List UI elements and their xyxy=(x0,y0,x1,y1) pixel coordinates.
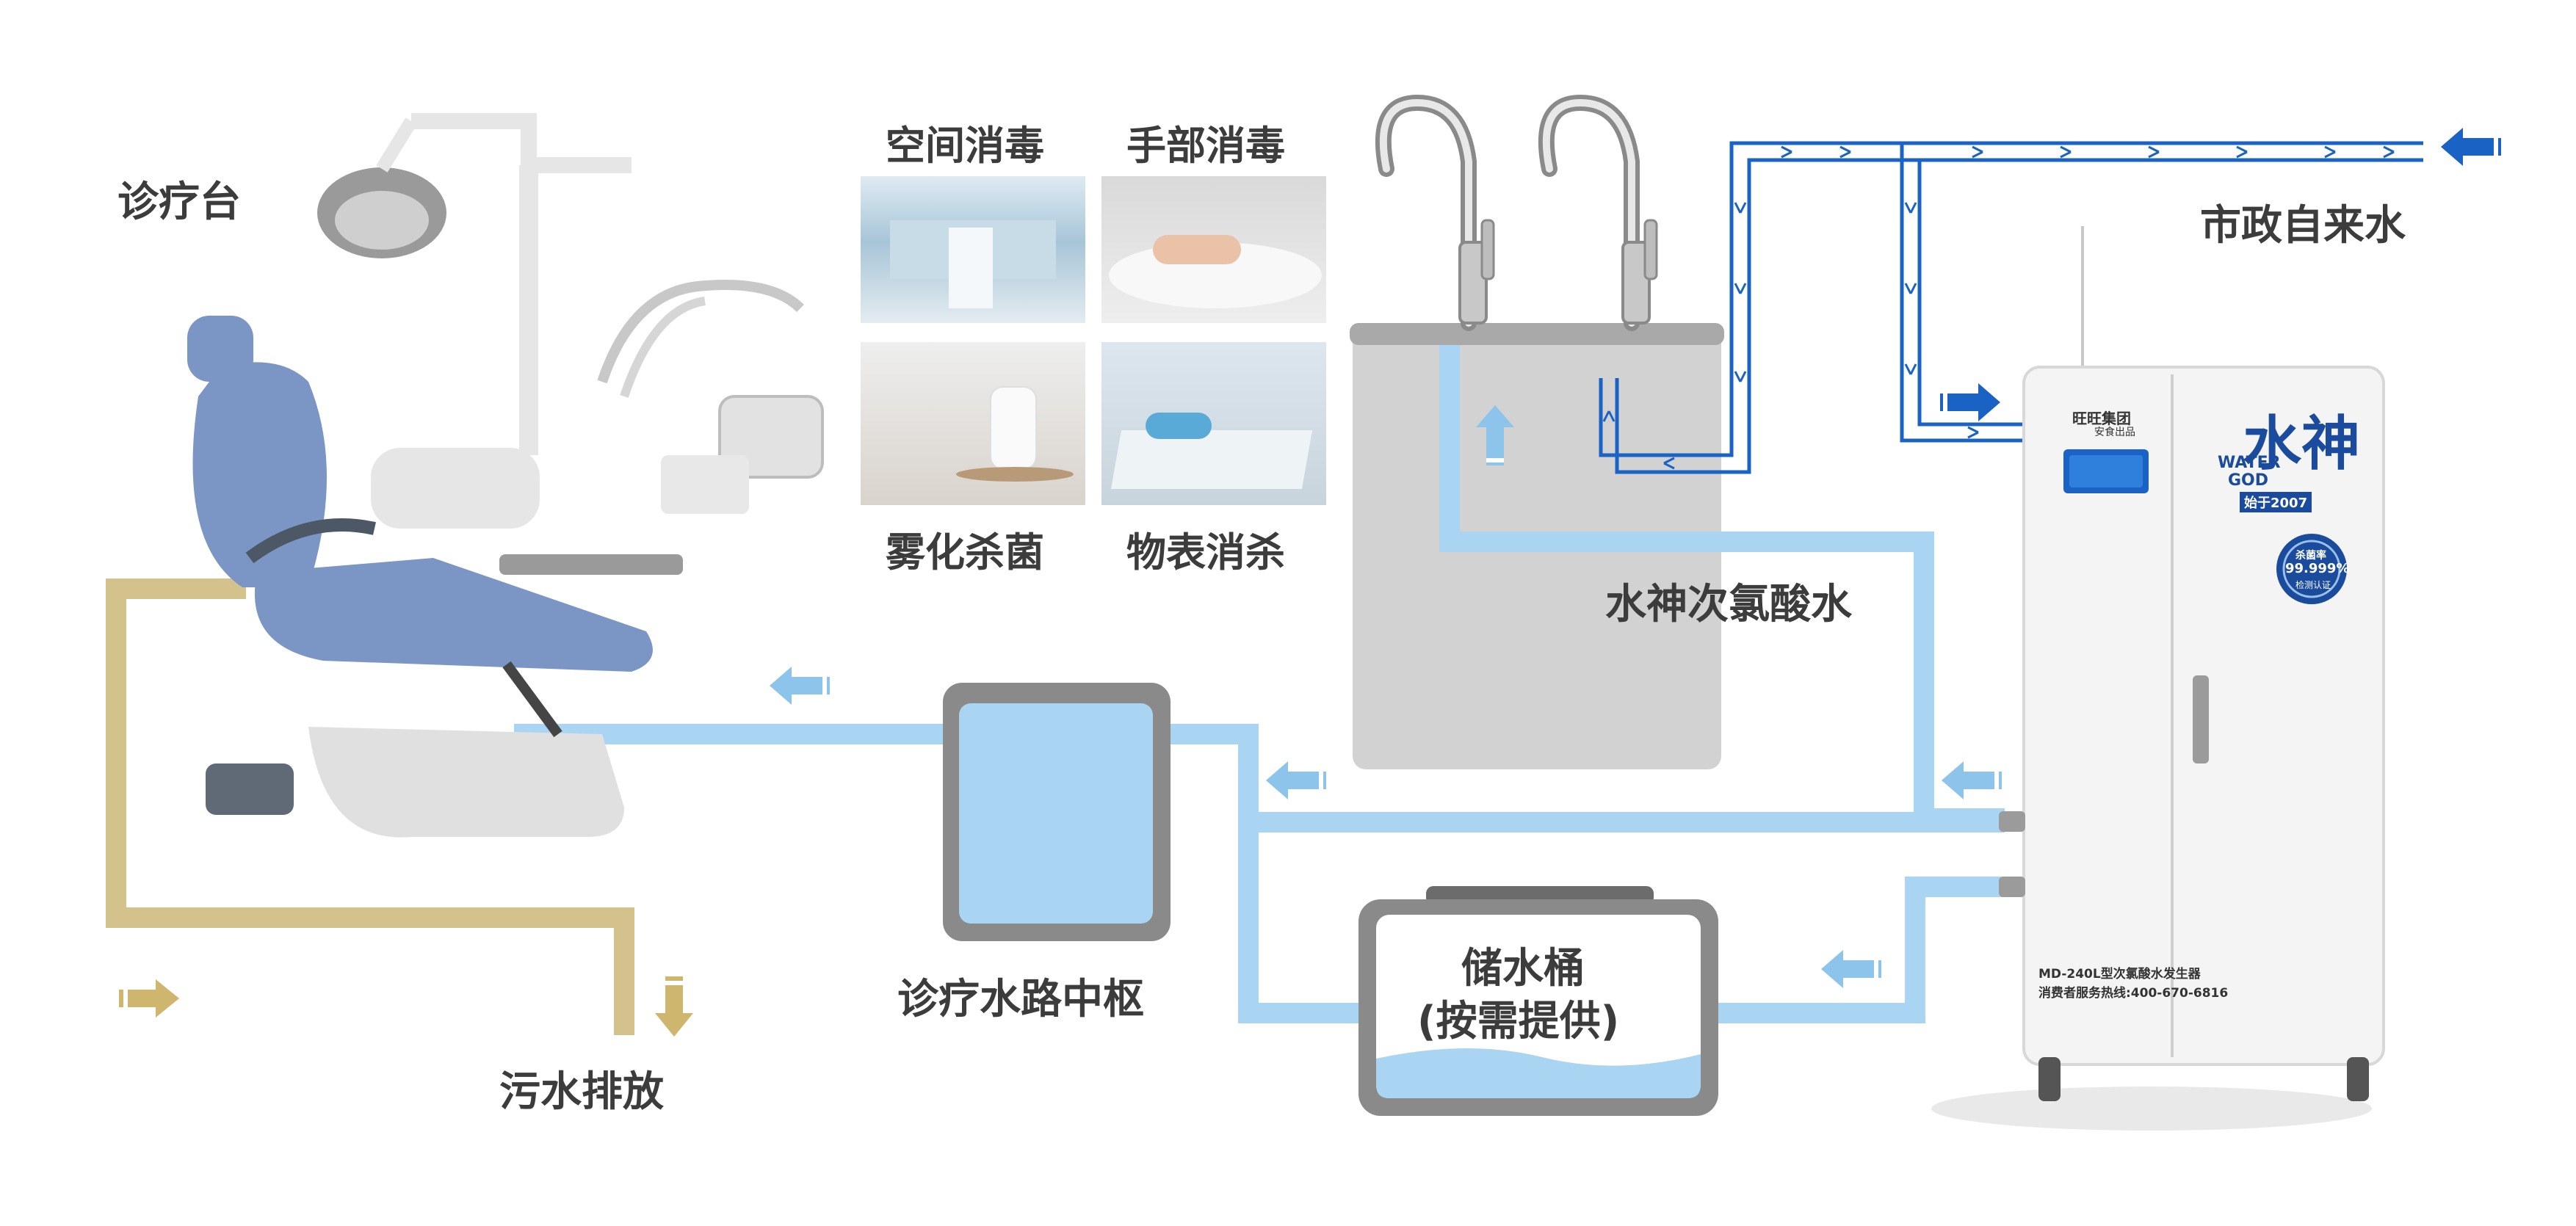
surface-disinfection-label: 物表消杀 xyxy=(1126,529,1285,576)
group-logo-text: 旺旺集团 xyxy=(2072,410,2131,427)
water-hub-label: 诊疗水路中枢 xyxy=(897,976,1144,1023)
hand-disinfection-label: 手部消毒 xyxy=(1126,123,1285,169)
atomized-sterilization-label: 雾化杀菌 xyxy=(886,529,1044,576)
space-disinfection-label: 空间消毒 xyxy=(886,123,1044,169)
arrow-tap-in xyxy=(2441,128,2501,166)
water-hub-fill xyxy=(959,703,1153,924)
badge-bottom-text: 检测认证 xyxy=(2295,580,2331,590)
since-badge: 始于2007 xyxy=(2240,492,2312,512)
sewage-arrow-down xyxy=(655,976,693,1037)
brand-cn-logo: 水神 xyxy=(2243,410,2360,478)
storage-bucket-label: 储水桶 xyxy=(1461,945,1585,993)
pipe-to-bucket xyxy=(1238,822,1366,1023)
photo-space-disinfection xyxy=(861,176,1085,323)
photo-surface-disinfection xyxy=(1101,342,1326,505)
photo-atomized-sterilization xyxy=(861,342,1085,505)
hypochlorous-water-label: 水神次氯酸水 xyxy=(1605,581,1852,628)
bucket-water xyxy=(1376,1048,1701,1098)
municipal-water-label: 市政自来水 xyxy=(2200,202,2406,250)
arrow-tap-generator xyxy=(1940,383,2000,421)
photo-hand-disinfection xyxy=(1101,176,1326,323)
supply-pipe-hub xyxy=(1168,724,2005,833)
arrow-up-faucet xyxy=(1476,405,1514,465)
storage-bucket-note: (按需提供) xyxy=(1417,998,1620,1045)
brand-en-line1: WATER xyxy=(2218,454,2281,472)
sewage-discharge-label: 污水排放 xyxy=(499,1068,664,1116)
faucet-right xyxy=(1538,94,1658,331)
arrow-bucket-in xyxy=(1821,950,1881,988)
pipe-generator-lower-to-bucket xyxy=(1711,877,2005,1023)
badge-value-text: 99.999% xyxy=(2285,561,2350,576)
tap-flow-ticks xyxy=(1602,145,2395,470)
generator-cabinet xyxy=(1931,226,2385,1131)
sewage-pipe xyxy=(106,578,634,1035)
arrow-generator-out xyxy=(1942,761,2002,799)
sink-top xyxy=(1350,323,1724,345)
hotline-text: 消费者服务热线:400-670-6816 xyxy=(2038,986,2229,1001)
badge-top-text: 杀菌率 xyxy=(2295,550,2326,562)
dental-unit-label: 诊疗台 xyxy=(117,178,241,226)
tap-water-pipe xyxy=(1599,141,2423,474)
sewage-arrow-right xyxy=(119,979,179,1018)
dental-chair xyxy=(187,113,824,838)
faucet-left xyxy=(1375,94,1495,331)
arrow-hub-supply xyxy=(1266,761,1326,799)
brand-en-line2: GOD xyxy=(2228,471,2269,490)
model-text: MD-240L型次氯酸水发生器 xyxy=(2038,967,2201,982)
group-sub-text: 安食出品 xyxy=(2094,427,2135,438)
arrow-to-chair xyxy=(770,667,830,705)
